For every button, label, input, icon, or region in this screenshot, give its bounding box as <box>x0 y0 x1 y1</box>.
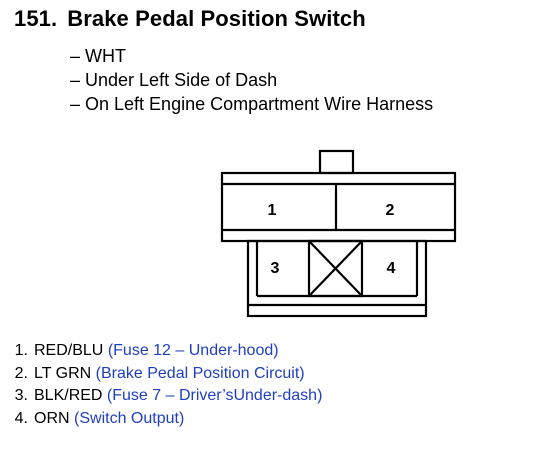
pin-number: 3. <box>14 387 28 404</box>
pin-number: 1. <box>14 342 28 359</box>
pin-note: (Fuse 12 – Under-hood) <box>107 342 279 359</box>
pin-wire: LT GRN <box>34 364 92 382</box>
detail-color: WHT <box>70 44 433 68</box>
cavity-label-4: 4 <box>387 260 396 277</box>
locking-tab <box>318 149 355 175</box>
pin-note: (Brake Pedal Position Circuit) <box>95 364 305 382</box>
cavity-label-3: 3 <box>271 260 280 277</box>
pin-row-3: 3. BLK/RED (Fuse 7 – Driver’sUnder-dash) <box>0 385 323 408</box>
pin-row-4: 4. ORN (Switch Output) <box>0 408 322 431</box>
component-number: 151. <box>14 6 58 31</box>
pin-note: (Switch Output) <box>74 409 185 427</box>
pin-wire: RED/BLU <box>34 342 104 359</box>
page-title: 151. Brake Pedal Position Switch <box>14 6 366 32</box>
pin-number: 4. <box>14 409 28 427</box>
pin-note: (Fuse 7 – Driver’sUnder-dash) <box>106 387 323 404</box>
blocked-cross-b <box>308 240 363 297</box>
pin-list: 1. RED/BLU (Fuse 12 – Under-hood) 2. LT GR… <box>0 340 323 431</box>
connector-details: WHT Under Left Side of Dash On Left Engi… <box>70 44 433 116</box>
pin-wire: BLK/RED <box>34 387 103 404</box>
component-name: Brake Pedal Position Switch <box>67 6 366 31</box>
cavity-label-1: 1 <box>268 202 277 219</box>
blocked-cavity <box>307 239 364 298</box>
detail-harness: On Left Engine Compartment Wire Harness <box>70 92 433 116</box>
cavity-label-2: 2 <box>386 202 395 219</box>
pin-number: 2. <box>14 364 28 382</box>
detail-location: Under Left Side of Dash <box>70 68 433 92</box>
pin-wire: ORN <box>34 409 70 427</box>
pin-row-1: 1. RED/BLU (Fuse 12 – Under-hood) <box>0 340 322 363</box>
pin-row-2: 2. LT GRN (Brake Pedal Position Circuit) <box>0 363 322 386</box>
